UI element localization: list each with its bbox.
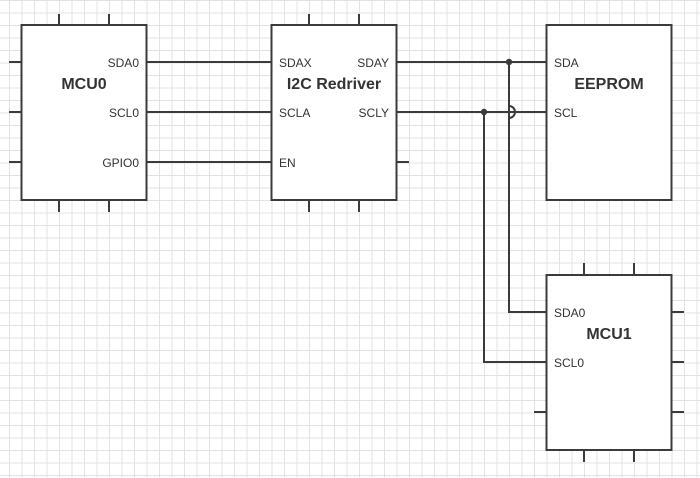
mcu1-body[interactable]	[545, 274, 673, 451]
wire-sda-branch-to-mcu1[interactable]	[508, 62, 546, 313]
wire-redriver-scly-to-eeprom-scl[interactable]	[397, 105, 546, 119]
wires	[147, 58, 546, 363]
redriver-title: I2C Redriver	[287, 76, 381, 93]
redriver-pin-scly-label: SCLY	[359, 106, 389, 120]
mcu0-pin-scl-label: SCL0	[109, 106, 139, 120]
wire-scl-branch-to-mcu1[interactable]	[483, 112, 546, 363]
junction-dot-scl	[480, 108, 488, 116]
junction-dot-sda	[505, 58, 513, 66]
mcu0-pin-sda-label: SDA0	[108, 56, 140, 70]
mcu0-title: MCU0	[61, 76, 106, 93]
eeprom-title: EEPROM	[574, 76, 643, 93]
eeprom-pin-scl-label: SCL	[554, 106, 578, 120]
mcu1-pin-sda-label: SDA0	[554, 306, 586, 320]
component-mcu0[interactable]: MCU0 SDA0 SCL0 GPIO0	[9, 14, 148, 212]
eeprom-pin-sda-label: SDA	[554, 56, 579, 70]
redriver-pin-sdax-label: SDAX	[279, 56, 312, 70]
component-eeprom[interactable]: EEPROM SDA SCL	[545, 24, 673, 201]
redriver-body[interactable]	[270, 24, 398, 201]
redriver-pin-sday-label: SDAY	[357, 56, 389, 70]
redriver-pin-en-label: EN	[279, 156, 296, 170]
mcu0-body[interactable]	[20, 24, 148, 201]
eeprom-body[interactable]	[545, 24, 673, 201]
mcu1-title: MCU1	[586, 326, 631, 343]
mcu0-pin-gpio-label: GPIO0	[102, 156, 139, 170]
mcu1-pin-scl-label: SCL0	[554, 356, 584, 370]
component-redriver[interactable]: I2C Redriver SDAX SCLA EN SDAY SCLY	[270, 14, 410, 212]
component-mcu1[interactable]: MCU1 SDA0 SCL0	[534, 263, 684, 462]
redriver-pin-scla-label: SCLA	[279, 106, 310, 120]
